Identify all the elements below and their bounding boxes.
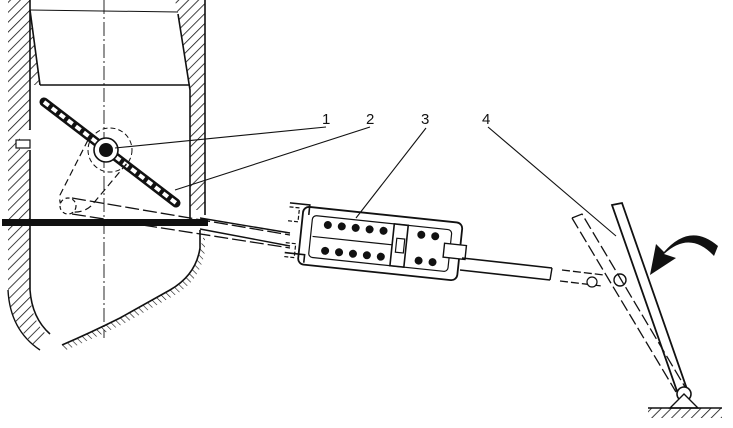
housing xyxy=(2,0,208,351)
damper-cylinder xyxy=(284,202,468,282)
callout-4: 4 xyxy=(482,111,490,128)
leader-line-2 xyxy=(174,126,371,191)
link-rod xyxy=(71,197,291,249)
leader-lines xyxy=(114,126,617,237)
callout-3: 3 xyxy=(421,111,429,128)
leader-line-4 xyxy=(487,126,617,237)
callout-1: 1 xyxy=(322,111,330,128)
leader-line-1 xyxy=(114,126,327,149)
pedal-rod xyxy=(459,257,627,288)
flange-gasket xyxy=(2,219,208,226)
throttle-flap xyxy=(39,97,181,215)
curved-arrow-icon xyxy=(650,235,718,275)
ground-hatch-icon xyxy=(648,407,722,418)
leader-line-3 xyxy=(355,127,427,219)
callout-2: 2 xyxy=(366,111,374,128)
accelerator-pedal xyxy=(571,201,700,409)
